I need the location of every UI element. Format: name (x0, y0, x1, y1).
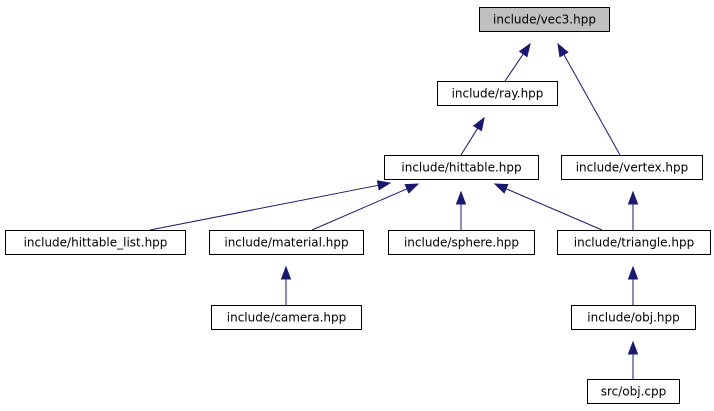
edge-hittable_list-to-hittable (149, 180, 392, 231)
edge-material-to-hittable (311, 183, 420, 231)
node-box (5, 230, 186, 255)
node-label: src/obj.cpp (601, 385, 667, 399)
node-label: include/material.hpp (224, 236, 348, 250)
edge-line (563, 54, 621, 156)
edge-ray-to-vec3 (504, 42, 531, 82)
node-label: include/ray.hpp (452, 87, 544, 101)
edge-hittable-to-ray (460, 116, 485, 156)
node-box (209, 230, 364, 255)
arrowhead-icon (627, 265, 639, 280)
node-label: include/obj.hpp (587, 311, 679, 325)
edge-line (149, 184, 379, 231)
node-material[interactable]: include/material.hpp (209, 230, 364, 255)
node-obj[interactable]: include/obj.hpp (571, 305, 696, 330)
node-label: include/vertex.hpp (576, 161, 689, 175)
node-label: include/camera.hpp (227, 311, 346, 325)
node-triangle[interactable]: include/triangle.hpp (557, 230, 711, 255)
node-box (388, 230, 535, 255)
node-vec3[interactable]: include/vec3.hpp (479, 7, 610, 32)
node-box (561, 155, 703, 180)
node-label: include/hittable.hpp (401, 161, 521, 175)
node-label: include/sphere.hpp (404, 236, 519, 250)
node-hittable[interactable]: include/hittable.hpp (384, 155, 539, 180)
node-label: include/vec3.hpp (493, 13, 596, 27)
node-box (587, 379, 680, 404)
node-box (437, 81, 558, 106)
edge-sphere-to-hittable (455, 190, 467, 230)
edge-triangle-to-hittable (493, 183, 603, 231)
node-label: include/triangle.hpp (574, 236, 694, 250)
node-box (384, 155, 539, 180)
edges-layer (149, 42, 639, 379)
node-box (557, 230, 711, 255)
node-hittable-list[interactable]: include/hittable_list.hpp (5, 230, 186, 255)
arrowhead-icon (376, 180, 392, 191)
node-obj-cpp[interactable]: src/obj.cpp (587, 379, 680, 404)
edge-line (504, 53, 524, 82)
arrowhead-icon (455, 190, 467, 205)
arrowhead-icon (493, 183, 509, 194)
arrowhead-icon (627, 190, 639, 205)
edge-obj_cpp-to-obj (627, 340, 639, 379)
node-sphere[interactable]: include/sphere.hpp (388, 230, 535, 255)
arrowhead-icon (627, 340, 639, 355)
edge-obj-to-triangle (627, 265, 639, 305)
arrowhead-icon (280, 265, 292, 280)
node-vertex[interactable]: include/vertex.hpp (561, 155, 703, 180)
node-box (571, 305, 696, 330)
edge-camera-to-material (280, 265, 292, 305)
node-box (479, 7, 610, 32)
edge-triangle-to-vertex (627, 190, 639, 230)
arrowhead-icon (404, 183, 420, 194)
arrowhead-icon (518, 42, 531, 58)
node-label: include/hittable_list.hpp (24, 236, 168, 250)
node-box (211, 305, 362, 330)
edge-line (460, 127, 479, 156)
nodes-layer: include/vec3.hpp include/ray.hpp include/h… (5, 7, 711, 404)
arrowhead-icon (557, 42, 569, 58)
arrowhead-icon (472, 116, 485, 132)
edge-vertex-to-vec3 (557, 42, 621, 156)
node-camera[interactable]: include/camera.hpp (211, 305, 362, 330)
edge-line (311, 188, 408, 231)
node-ray[interactable]: include/ray.hpp (437, 81, 558, 106)
edge-line (505, 188, 603, 231)
